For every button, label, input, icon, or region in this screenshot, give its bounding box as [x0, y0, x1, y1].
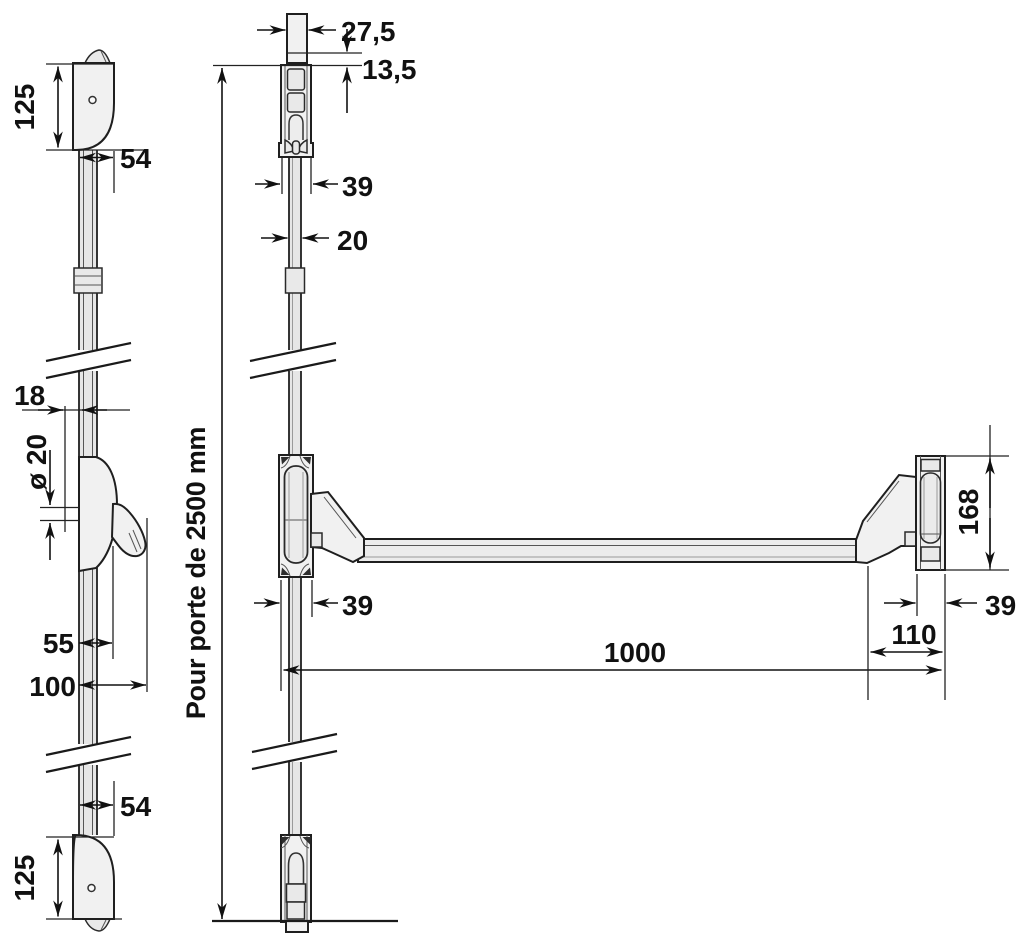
- dim-label-20: 20: [337, 225, 368, 256]
- dimension-top-bracket-height: 125: [9, 63, 148, 151]
- dim-label-18: 18: [14, 380, 45, 411]
- break-mark: [249, 341, 337, 380]
- top-bracket: [72, 49, 115, 151]
- rod-end-housing: [283, 465, 309, 564]
- center-lock-case: [278, 454, 314, 578]
- dimension-end-case-width: 39: [867, 566, 1016, 700]
- push-bar: [357, 538, 869, 563]
- bottom-bracket-plate: [72, 834, 115, 920]
- bottom-bracket-bolt-tab: [83, 918, 112, 932]
- break-mark: [251, 732, 338, 771]
- dimension-lever-depths: 55 100: [29, 518, 148, 702]
- dimension-rod-diameter: ø 20: [21, 434, 79, 560]
- latch-bolt: [287, 852, 305, 885]
- dim-label-55: 55: [43, 628, 74, 659]
- dim-label-125-bottom: 125: [9, 855, 40, 902]
- top-bracket-bolt-tab: [83, 49, 112, 64]
- dim-label-13-5: 13,5: [362, 54, 417, 85]
- door-height-note: Pour porte de 2500 mm: [181, 427, 211, 719]
- screw-hole: [87, 883, 96, 893]
- rod-connector-side: [73, 267, 103, 294]
- dim-label-39-mid: 39: [342, 590, 373, 621]
- dimension-end-case-offset: 110: [870, 619, 943, 657]
- dimension-door-height: Pour porte de 2500 mm: [181, 68, 227, 919]
- dimension-center-case-width: 39: [254, 580, 373, 691]
- dimension-bottom-bracket-height: 125: [9, 836, 122, 920]
- bar-lever-right: [855, 473, 917, 565]
- dim-label-110: 110: [891, 619, 936, 650]
- front-view: 27,5 13,5 Pour porte de 2500 mm 39: [181, 13, 1016, 933]
- strike-keeper: [286, 13, 308, 64]
- dim-label-27-5: 27,5: [341, 16, 396, 47]
- dim-label-39-top: 39: [342, 171, 373, 202]
- dimension-bar-length: 1000: [283, 637, 942, 675]
- rod-end-housing: [919, 472, 942, 544]
- center-case-side: [78, 456, 147, 573]
- dimension-bottom-bracket-width: 54: [80, 781, 152, 836]
- break-mark: [45, 735, 132, 774]
- dimension-rod-width: 20: [261, 225, 368, 256]
- dim-label-54-bottom: 54: [120, 791, 152, 822]
- dimension-top-case-width: 39: [255, 157, 373, 202]
- bottom-bracket: [72, 834, 115, 932]
- dimension-end-case-height: 168: [946, 425, 1009, 571]
- dim-label-54-top: 54: [120, 143, 152, 174]
- bar-lever-left: [310, 490, 365, 564]
- dimension-rod-offset: 18: [14, 380, 130, 532]
- dim-label-100: 100: [29, 671, 76, 702]
- dimension-keeper-offset: 13,5: [213, 29, 417, 113]
- dim-label-125-top: 125: [9, 84, 40, 131]
- dim-label-rod-dia: ø 20: [21, 434, 52, 490]
- dimension-top-bracket-width: 54: [80, 143, 152, 193]
- break-mark: [45, 341, 132, 380]
- side-view: 125 54 18 ø 20 55: [9, 49, 152, 932]
- lever-handle-side: [110, 502, 147, 558]
- top-latch-case: [278, 64, 314, 158]
- screw-hole: [88, 95, 97, 105]
- latch-bolt: [288, 114, 304, 140]
- end-case: [915, 455, 946, 571]
- dim-label-1000: 1000: [604, 637, 666, 668]
- rod-connector-front: [284, 267, 306, 294]
- vertical-rod-front: [288, 155, 302, 838]
- bottom-latch-case: [280, 834, 312, 933]
- dim-label-39-right: 39: [985, 590, 1016, 621]
- dim-label-168: 168: [953, 489, 984, 536]
